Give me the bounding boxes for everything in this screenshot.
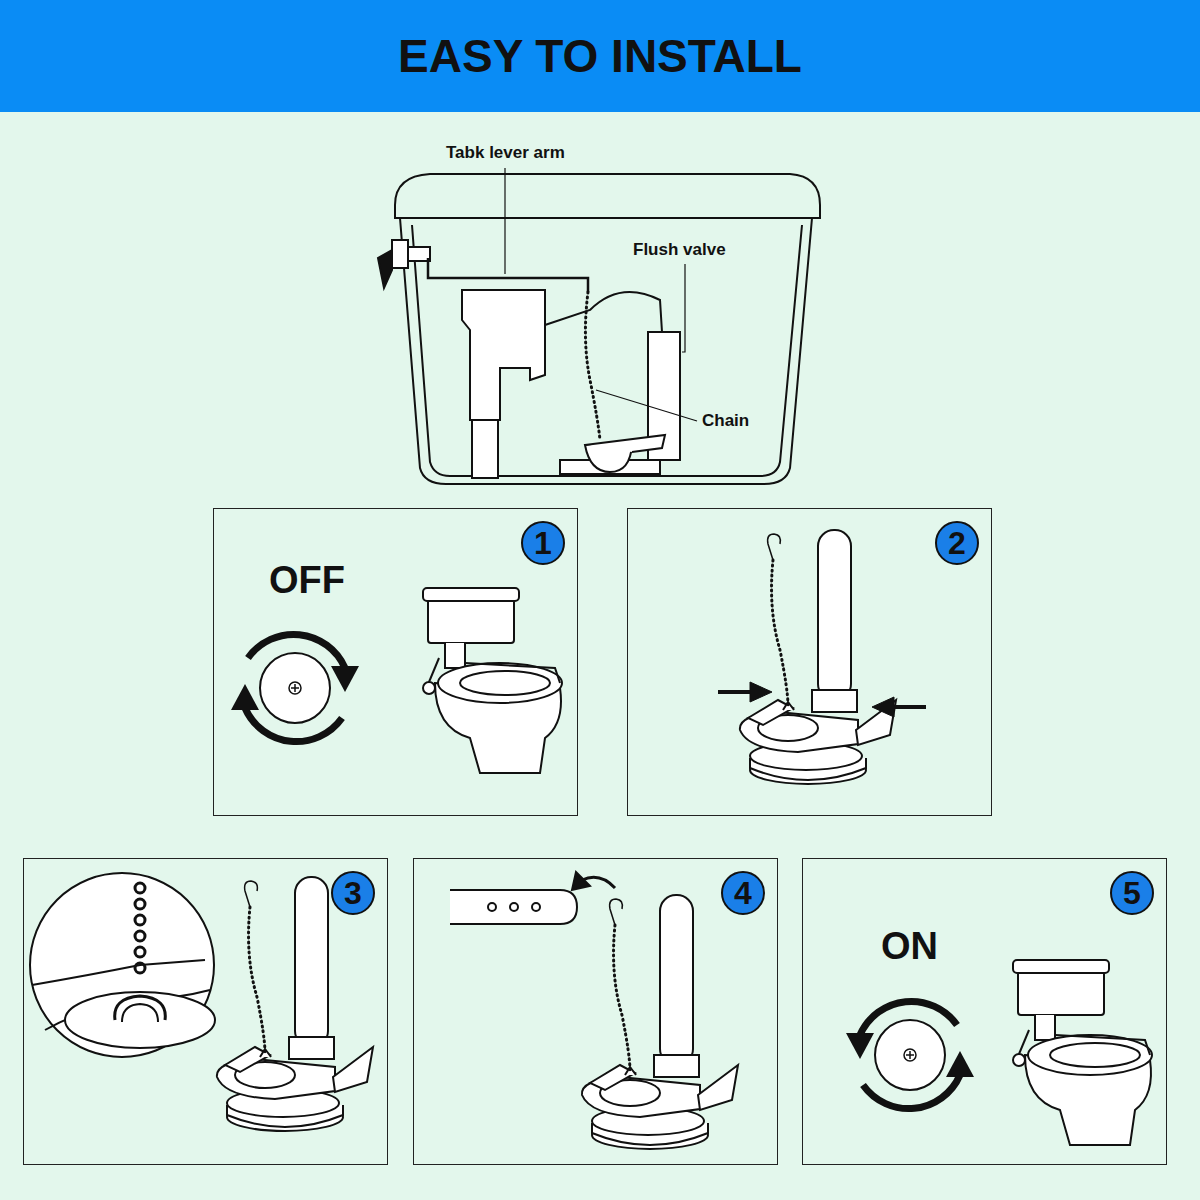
tank-illustration [378,168,820,484]
chain-closeup [30,873,215,1057]
valve-state: OFF [269,559,345,602]
callout-number: 5 [1110,871,1154,915]
shutoff-valve-on [846,1001,974,1108]
valve-state: ON [881,925,938,968]
part-label: Tabk lever arm [444,143,567,163]
part-label: Chain [700,411,751,431]
step-panel: 2 [627,508,992,816]
press-arrows [718,682,926,717]
step-panel: 4 [413,858,778,1165]
toilet-drawing [1013,960,1152,1145]
callout-number: 2 [935,521,979,565]
step-panel: 5ON [802,858,1167,1165]
callout-number: 3 [331,871,375,915]
flapper-assembly [582,895,738,1149]
step-panel: 1OFF [213,508,578,816]
shutoff-valve-off [231,634,359,741]
flapper-assembly [217,877,373,1131]
flapper-assembly [740,530,896,784]
callout-number: 1 [521,521,565,565]
callout-number: 4 [721,871,765,915]
part-label: Flush valve [631,240,728,260]
title: EASY TO INSTALL [0,0,1200,112]
lever-arm [450,872,615,924]
step-panel: 3 [23,858,388,1165]
toilet-drawing [423,588,562,773]
